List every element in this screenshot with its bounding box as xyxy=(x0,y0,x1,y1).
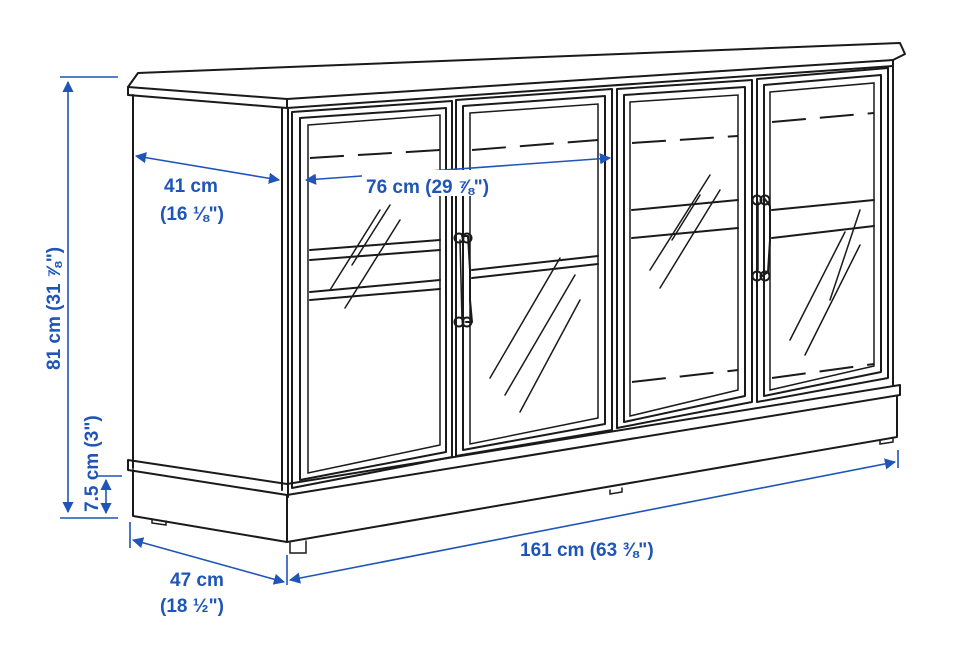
cabinet-feet xyxy=(151,437,894,554)
handle-right xyxy=(751,194,771,282)
door-3 xyxy=(616,79,753,429)
door-width-dimension: 76 cm (29 ⅞") xyxy=(304,153,612,198)
door-width-label: 76 cm (29 ⅞") xyxy=(366,177,489,198)
height-dimension: 81 cm (31 ⅞") xyxy=(44,76,118,519)
cabinet-front xyxy=(287,65,894,498)
handle-left xyxy=(453,232,473,328)
plinth-dimension: 7.5 cm (3") xyxy=(82,415,122,515)
door-1 xyxy=(291,100,453,489)
depth-top-dimension: 41 cm (16 ⅛") xyxy=(134,152,281,225)
cabinet-side-panel xyxy=(132,94,283,491)
cabinet-plinth xyxy=(132,396,898,543)
depth-base-cm-label: 47 cm xyxy=(170,570,224,591)
door-2 xyxy=(455,88,613,457)
door-4 xyxy=(756,67,889,403)
plinth-label: 7.5 cm (3") xyxy=(82,415,103,512)
cabinet-drawing xyxy=(127,42,906,554)
width-label: 161 cm (63 ⅜") xyxy=(520,540,654,561)
depth-base-in-label: (18 ½") xyxy=(160,596,224,617)
depth-base-dimension: 47 cm (18 ½") xyxy=(129,522,286,617)
height-label: 81 cm (31 ⅞") xyxy=(44,247,65,370)
width-dimension: 161 cm (63 ⅜") xyxy=(286,450,899,585)
depth-top-in-label: (16 ⅛") xyxy=(160,204,224,225)
depth-top-cm-label: 41 cm xyxy=(164,176,218,197)
cabinet-base-moulding xyxy=(127,384,901,496)
dimension-annotations: 81 cm (31 ⅞") 7.5 cm (3") 41 cm (16 ⅛") … xyxy=(44,76,899,617)
